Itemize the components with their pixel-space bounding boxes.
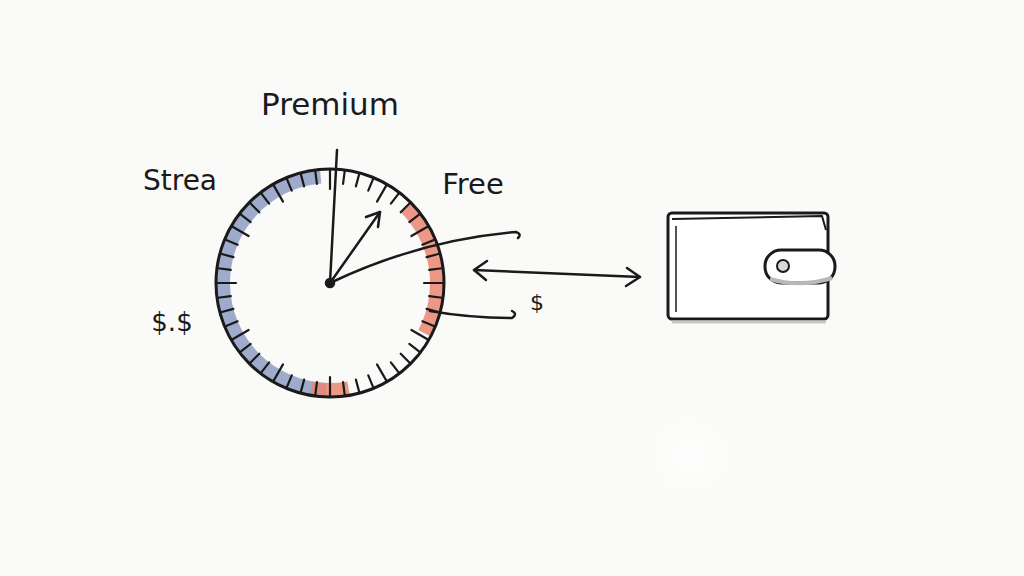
clasp-shade xyxy=(770,278,832,283)
wallet-icon xyxy=(668,213,835,322)
dial-tick xyxy=(429,268,442,270)
price-label: $ xyxy=(530,292,544,314)
arrow-shaft xyxy=(474,270,640,277)
dial-tick xyxy=(422,240,434,245)
dial xyxy=(216,169,444,397)
dial-tick xyxy=(261,193,269,203)
tier-label: Strea xyxy=(143,167,217,195)
dial-tick xyxy=(343,171,345,184)
dial-tick xyxy=(424,282,443,284)
dial-tick xyxy=(377,185,387,201)
wallet-shadow xyxy=(672,321,826,324)
dial-tick xyxy=(315,171,317,184)
dial-tick xyxy=(409,344,419,352)
tier-label: Premium xyxy=(261,89,399,120)
dial-tick xyxy=(356,174,359,187)
dial-tick xyxy=(250,354,259,363)
dial-tick xyxy=(221,309,234,312)
dial-tick xyxy=(391,362,399,372)
dial-tick xyxy=(411,227,427,237)
dial-tick xyxy=(411,330,427,340)
dial-tick xyxy=(422,321,434,326)
dial-tick xyxy=(343,382,345,395)
dial-tick xyxy=(287,179,292,191)
dial-tick xyxy=(427,254,440,257)
dial-tick xyxy=(232,330,248,340)
dial-tick xyxy=(261,362,269,372)
dial-tick xyxy=(315,382,317,395)
price-label: $.$ xyxy=(151,309,192,335)
dial-tick xyxy=(368,375,373,387)
hand-long xyxy=(330,232,520,283)
dial-tick xyxy=(232,227,248,237)
dial-tick xyxy=(274,185,284,201)
dial-tick xyxy=(274,364,284,380)
tier-label: Free xyxy=(442,170,504,199)
dial-tick xyxy=(368,179,373,191)
dial-tick xyxy=(401,203,410,212)
dial-tick xyxy=(301,380,304,393)
dial-tick xyxy=(401,354,410,363)
clasp-button xyxy=(777,260,789,272)
dial-tick xyxy=(409,214,419,222)
arrow-head-right xyxy=(626,268,640,286)
wallet-fold xyxy=(675,226,677,312)
dial-tick xyxy=(240,214,250,222)
dial-tick xyxy=(301,174,304,187)
dial-tick xyxy=(226,240,238,245)
dial-band xyxy=(216,169,327,396)
dial-tick xyxy=(391,193,399,203)
dial-center xyxy=(326,279,334,287)
hands xyxy=(326,150,520,318)
dial-outline xyxy=(216,169,444,397)
arrow-head-left xyxy=(474,261,487,280)
dial-tick xyxy=(377,364,387,380)
dial-tick xyxy=(429,296,442,298)
double-arrow xyxy=(474,261,640,286)
dial-tick xyxy=(217,282,236,284)
dial-tick xyxy=(226,321,238,326)
background-glow xyxy=(630,395,750,515)
leader-line xyxy=(430,311,515,318)
dial-tick xyxy=(218,268,231,270)
wallet-top-edge xyxy=(672,216,826,230)
dial-tick xyxy=(329,377,331,396)
hand-arrowhead xyxy=(366,212,380,227)
dial-tick xyxy=(250,203,259,212)
dial-tick xyxy=(356,380,359,393)
dial-tick xyxy=(221,254,234,257)
dial-tick xyxy=(329,170,331,189)
dial-tick xyxy=(240,344,250,352)
wallet-clasp xyxy=(765,250,835,283)
dial-tick xyxy=(218,296,231,298)
hand-vertical xyxy=(330,150,337,283)
dial-tick xyxy=(287,375,292,387)
